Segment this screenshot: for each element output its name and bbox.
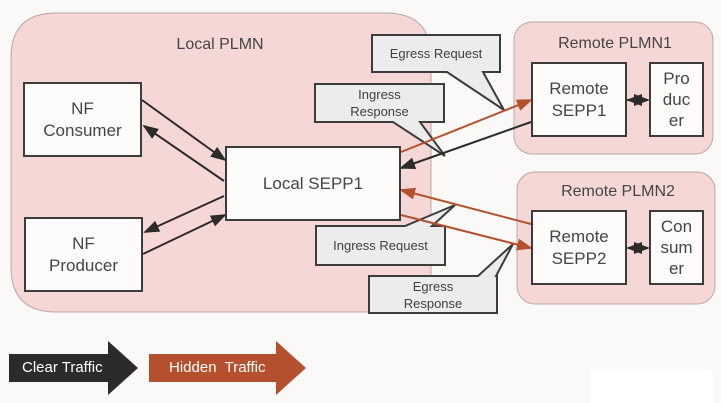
arrow-sepp-to-producer (143, 195, 225, 233)
legend-clear-label: Clear Traffic (22, 359, 103, 376)
legend-hidden-arrow (149, 341, 306, 395)
remote-sepp2-box: Remote SEPP2 (531, 210, 627, 285)
ingress-response-label: Ingress Response (350, 87, 409, 119)
remote-plmn2-title: Remote PLMN2 (561, 183, 675, 200)
arrow-sepp-to-consumer (142, 124, 225, 182)
legend-clear-arrow (9, 341, 138, 395)
blank-patch (590, 369, 713, 403)
remote-plmn1-title: Remote PLMN1 (558, 35, 672, 52)
arrow-consumer-to-sepp (141, 99, 227, 162)
callout-egress-request (371, 34, 505, 111)
nf-consumer-box: NF Consumer (23, 82, 142, 157)
arrow-remote-sepp2-to-local (399, 187, 532, 225)
remote-sepp1-box: Remote SEPP1 (531, 62, 627, 137)
ingress-request-label: Ingress Request (333, 238, 428, 253)
local-sepp1-box: Local SEPP1 (225, 146, 401, 221)
producer-box: Pro duc er (649, 62, 704, 137)
egress-response-label: Egress Response (403, 279, 463, 311)
legend-hidden-label: Hidden Traffic (169, 359, 266, 376)
arrow-local-to-remote-sepp1 (400, 99, 533, 153)
consumer-box: Con sum er (649, 210, 704, 285)
arrow-producer-to-sepp (142, 214, 227, 255)
nf-producer-box: NF Producer (24, 217, 143, 292)
arrow-local-to-remote-sepp2 (400, 214, 533, 251)
egress-request-label: Egress Request (389, 46, 483, 61)
arrow-remote-sepp1-to-local (399, 121, 532, 169)
local-plmn-title: Local PLMN (176, 36, 264, 53)
callout-egress-response (368, 243, 514, 314)
